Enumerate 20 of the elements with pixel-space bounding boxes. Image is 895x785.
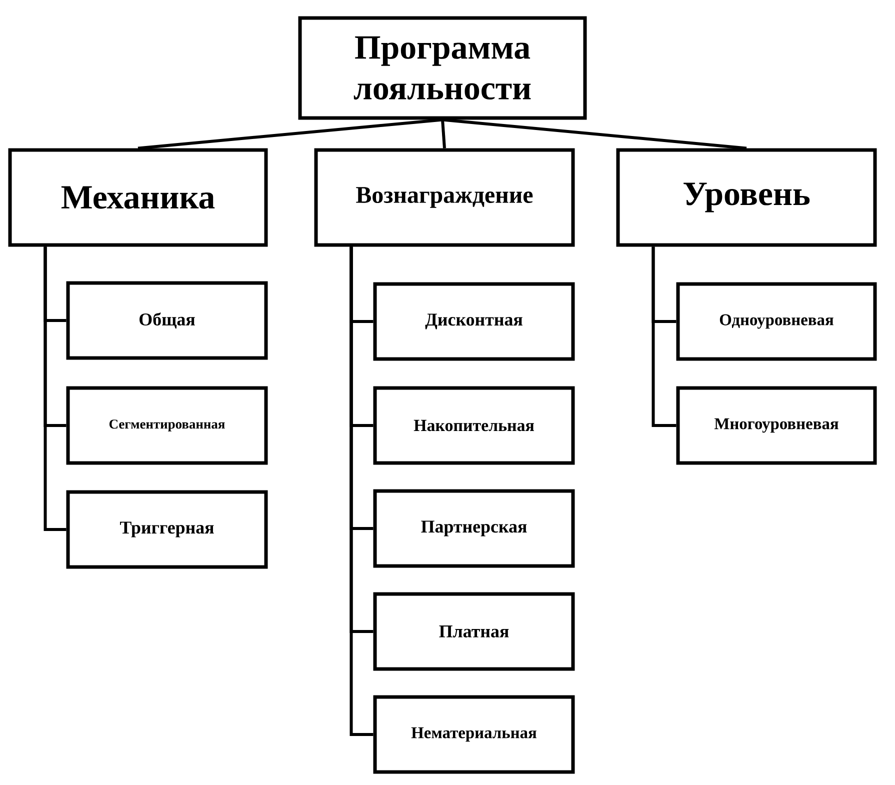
type-box: Партнерская	[373, 489, 575, 568]
type-box: Нематериальная	[373, 695, 575, 774]
connector-line	[652, 246, 676, 427]
type-box: Триггерная	[66, 490, 268, 569]
title-box: Программа лояльности	[298, 16, 587, 120]
type-box: Одноуровневая	[676, 282, 877, 361]
category-box: Вознаграждение	[314, 148, 575, 247]
connector-line	[350, 246, 374, 736]
type-box: Дисконтная	[373, 282, 575, 361]
type-box: Сегментированная	[66, 386, 268, 465]
connector-line	[138, 118, 443, 150]
type-box: Платная	[373, 592, 575, 671]
connector-line	[44, 246, 66, 531]
type-box: Многоуровневая	[676, 386, 877, 465]
type-box: Накопительная	[373, 386, 575, 465]
connector-line	[442, 118, 747, 150]
category-box: Уровень	[616, 148, 877, 247]
category-box: Механика	[8, 148, 268, 247]
connector-line	[441, 120, 446, 148]
type-box: Общая	[66, 281, 268, 360]
